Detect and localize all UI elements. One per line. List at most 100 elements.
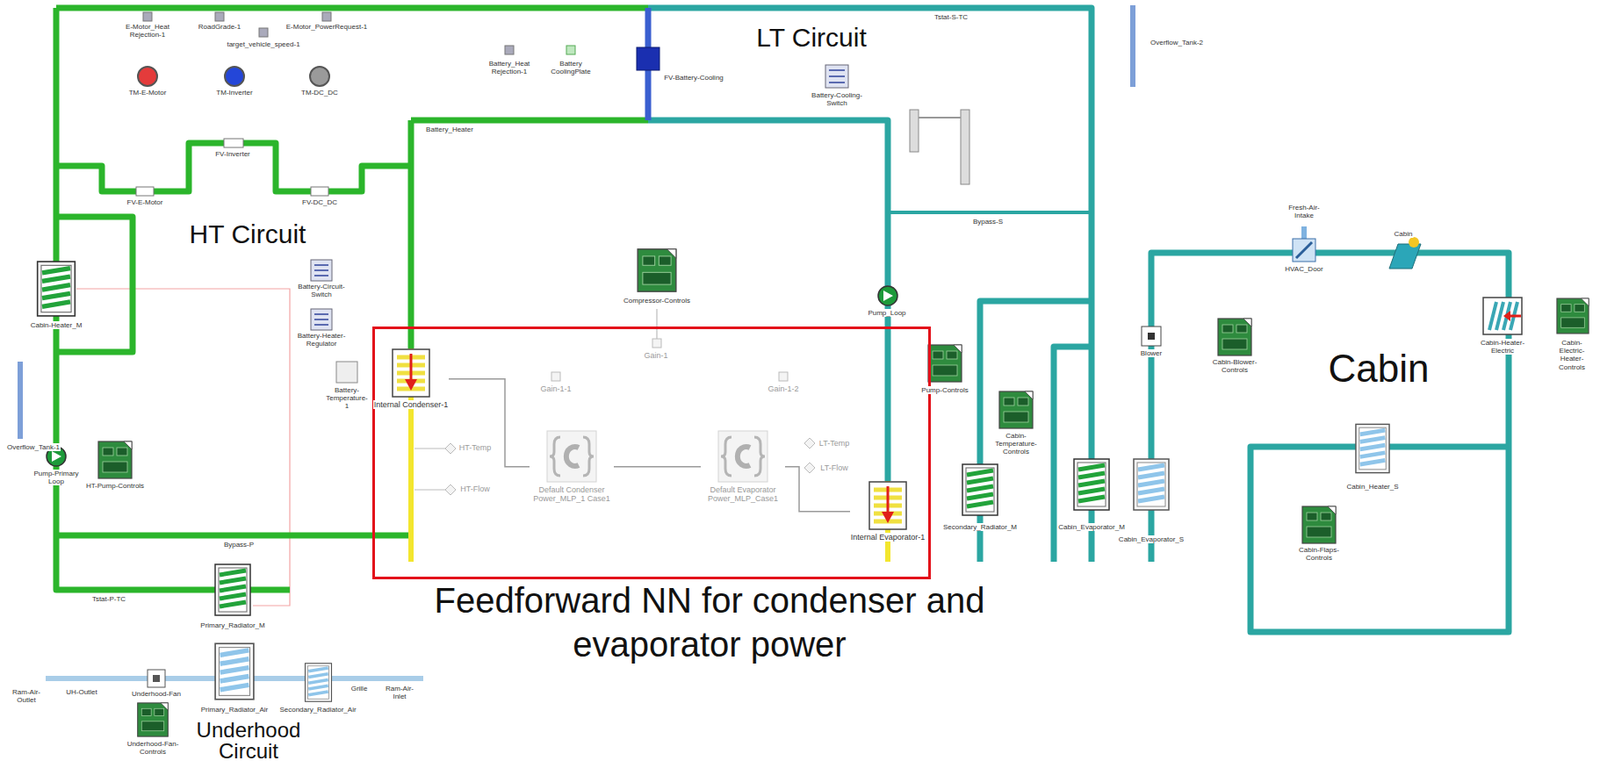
component-label: Secondary_Radiator_M: [942, 523, 1018, 532]
component-icons: [828, 70, 845, 83]
component-icons: [143, 12, 152, 22]
component-label: E-Motor_PowerRequest-1: [285, 22, 368, 31]
component-icons: [804, 462, 815, 474]
signal-wires: [76, 288, 657, 606]
component-icons: [1141, 326, 1161, 346]
component-icons: [778, 372, 788, 382]
component-icons: [1218, 318, 1252, 356]
heat-exchanger-icon: [391, 348, 431, 398]
component-label: Bypass-P: [223, 540, 255, 549]
component-icons: [309, 66, 330, 87]
component-label: Blower: [1139, 349, 1163, 358]
component-label: Underhood-Fan: [130, 690, 182, 699]
component-label: Primary_Radiator_M: [199, 621, 266, 630]
group-heading: Feedforward NN for condenser and evapora…: [367, 578, 1053, 667]
region-title: LT Circuit: [755, 24, 868, 51]
signal-label: LT-Flow: [819, 463, 849, 473]
component-icons: [504, 45, 514, 55]
component-label: TM-E-Motor: [128, 88, 168, 97]
component-icons: [1296, 242, 1312, 259]
ht-coolant-pipes: [56, 143, 411, 192]
component-icons: [804, 438, 815, 449]
component-label: Tstat-S-TC: [933, 13, 969, 22]
component-icons: [259, 28, 268, 37]
component-label: Cabin_Heater_S: [1345, 482, 1399, 491]
air-and-tank-lines: [20, 5, 1305, 679]
signal-wires: [76, 288, 290, 606]
component-label: Cabin_Evaporator_S: [1117, 535, 1185, 544]
component-label: Tstat-P-TC: [91, 595, 127, 604]
heat-exchanger-icon: [869, 482, 907, 530]
region-title: HT Circuit: [188, 221, 308, 248]
component-icons: [825, 64, 849, 88]
code-block-icon: [547, 431, 597, 483]
component-label: Battery CoolingPlate: [546, 59, 597, 76]
component-icons: [215, 564, 251, 616]
component-label: Battery-Temperature-1: [323, 386, 371, 411]
component-label: Grille: [350, 684, 369, 693]
component-label: Battery-Circuit-Switch: [294, 282, 349, 299]
component-label: Primary_Radiator_Air: [200, 706, 269, 714]
component-label: HVAC_Door: [1283, 265, 1324, 274]
component-label: Cabin-Flaps-Controls: [1287, 546, 1351, 563]
component-icons: [652, 338, 662, 348]
component-icons: [305, 663, 332, 703]
component-icons: [1389, 244, 1421, 269]
code-block-icon: [717, 430, 769, 483]
component-name: Internal Condenser-1: [373, 400, 449, 410]
air-and-tank-lines: [17, 361, 23, 440]
component-name: Default Condenser Power_MLP_1 Case1: [529, 485, 614, 505]
component-icons: [336, 361, 358, 383]
refrigerant-lines: [410, 348, 888, 563]
lt-coolant-pipes: [648, 7, 1509, 633]
signal-wires: [414, 448, 447, 491]
component-icons: [215, 643, 254, 700]
component-label: Fresh-Air-Intake: [1281, 203, 1327, 220]
component-label: Overflow_Tank-1: [6, 443, 61, 452]
ht-coolant-pipes: [408, 120, 415, 349]
component-label: Cabin-Heater-Electric: [1470, 338, 1535, 355]
component-label: FV-Inverter: [214, 150, 252, 159]
component-icons: [136, 187, 154, 196]
component-label: Cabin: [1393, 230, 1414, 238]
component-label: Ram-Air-Inlet: [379, 684, 420, 701]
component-label: E-Motor_Heat Rejection-1: [115, 22, 180, 39]
feedforward-nn-group: Feedforward NN for condenser and evapora…: [372, 326, 931, 580]
component-label: Pump_Loop: [866, 309, 907, 318]
ht-coolant-pipes: [56, 5, 649, 12]
ht-coolant-pipes: [56, 533, 411, 540]
component-icons: [223, 138, 244, 148]
component-icons: [310, 187, 329, 196]
component-icons: [928, 345, 962, 382]
component-icons: [960, 109, 970, 185]
region-title: Underhood Circuit: [186, 720, 311, 763]
component-icons: [1147, 332, 1155, 340]
component-label: Secondary_Radiator_Air: [278, 706, 357, 714]
signal-label: HT-Temp: [458, 443, 493, 453]
lt-coolant-pipes: [648, 7, 1092, 563]
component-icons: [445, 484, 456, 496]
signal-wires: [655, 309, 657, 339]
component-icons: [310, 259, 332, 282]
component-icons: [566, 45, 576, 55]
component-icons: [152, 675, 160, 683]
component-icons: [322, 12, 332, 22]
component-icons: [637, 249, 677, 292]
component-label: Bypass-S: [972, 217, 1004, 226]
signal-connector: [448, 379, 530, 468]
signal-label: LT-Temp: [818, 439, 851, 448]
component-label: Battery_Heater: [425, 125, 475, 134]
component-icons: [918, 116, 961, 119]
component-label: HT-Pump-Controls: [85, 482, 145, 491]
code-block-icon: [546, 430, 598, 483]
component-label: Compressor-Controls: [622, 296, 692, 305]
component-icons: [51, 451, 62, 462]
component-label: Pump-Primary Loop: [28, 469, 84, 486]
component-label: RoadGrade-1: [197, 22, 242, 31]
component-icons: [224, 66, 245, 87]
signal-connector: [785, 467, 851, 512]
component-icons: [551, 372, 561, 382]
component-label: Battery-Heater-Regulator: [292, 331, 351, 348]
signal-connector: [613, 466, 701, 469]
signal-label: Gain-1-1: [539, 384, 572, 394]
